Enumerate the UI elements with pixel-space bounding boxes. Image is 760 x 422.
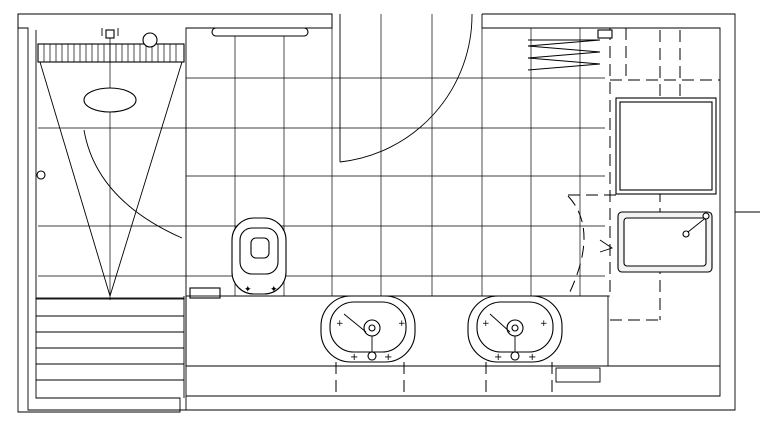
- svg-text:+: +: [350, 352, 358, 363]
- right-storage: [527, 28, 720, 321]
- tub-door: [567, 195, 614, 297]
- top-pipe: [101, 28, 119, 39]
- towel-rail: [211, 27, 309, 37]
- shower-grate: [37, 43, 185, 63]
- toilet: ✦ ✦: [189, 217, 287, 299]
- svg-text:✦: ✦: [244, 285, 252, 295]
- outer-walls: [17, 13, 760, 413]
- svg-text:+: +: [540, 319, 548, 329]
- svg-text:+: +: [384, 352, 392, 363]
- svg-text:+: +: [398, 319, 406, 329]
- svg-text:+: +: [482, 319, 490, 329]
- shower-area: [35, 30, 186, 398]
- svg-text:+: +: [494, 352, 502, 363]
- shower-valve-icon: [142, 32, 158, 48]
- sink-left: + + + +: [320, 295, 416, 363]
- entrance-door: [339, 13, 473, 163]
- drain-icon: [36, 170, 46, 180]
- svg-text:✦: ✦: [270, 285, 278, 295]
- vanity-cabinet-outlines: [335, 362, 601, 398]
- svg-text:+: +: [528, 352, 536, 363]
- bathtub: [617, 211, 713, 273]
- shower-head: [83, 87, 137, 113]
- sink-right: + + + +: [467, 295, 563, 363]
- svg-text:+: +: [336, 319, 344, 329]
